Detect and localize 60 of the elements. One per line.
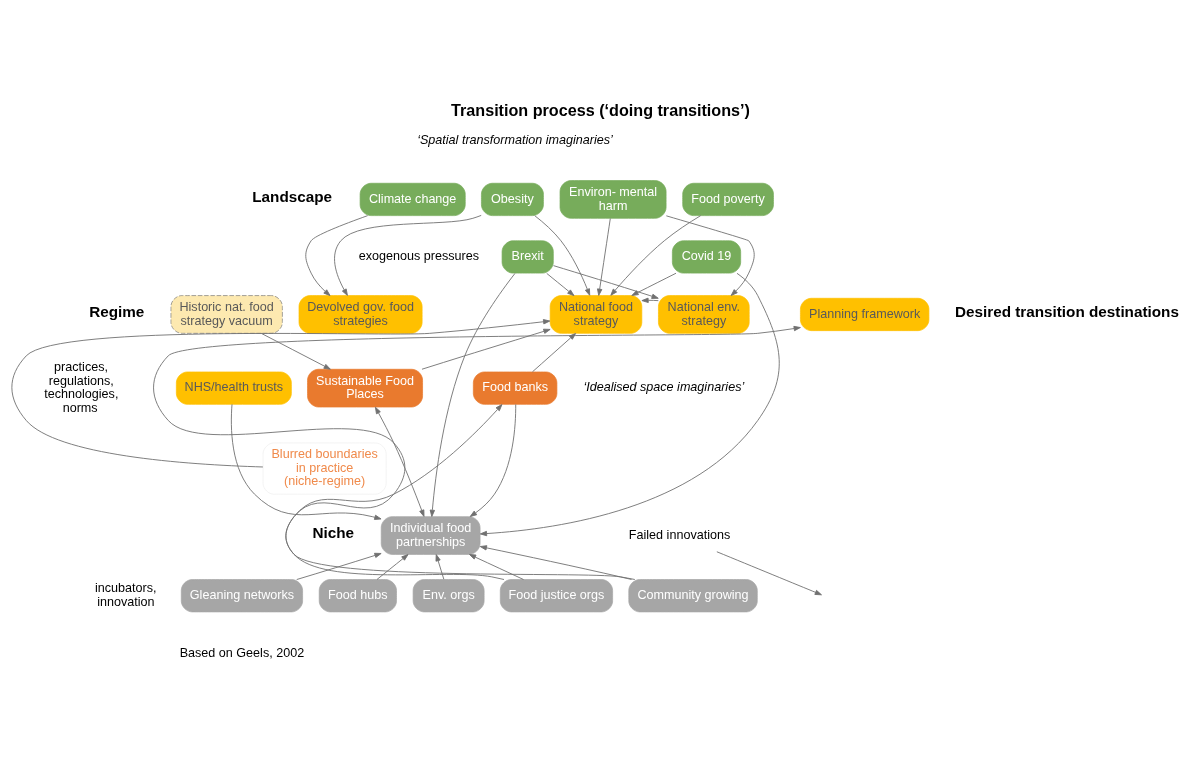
arrow (468, 553, 524, 580)
node-box: Food poverty (682, 182, 774, 216)
label: Niche (312, 523, 355, 541)
node-box: Devolved gov. food strategies (298, 294, 423, 334)
node-box: Individual food partnerships (380, 515, 481, 555)
node-box: Community growing (628, 578, 758, 612)
node-box: NHS/health trusts (176, 371, 292, 405)
node-box: Environ- mental harm (559, 179, 667, 219)
label: practices, regulations, technologies, norms (44, 359, 119, 415)
caption: Based on Geels, 2002 (179, 645, 305, 660)
arrow (305, 214, 369, 296)
node-box: Food banks (472, 371, 558, 405)
arrow (153, 325, 801, 580)
arrow (285, 403, 505, 580)
arrow (334, 214, 482, 296)
node-box: Env. orgs (412, 578, 485, 612)
arrow (374, 406, 425, 517)
arrow (665, 214, 755, 296)
arrow (532, 332, 577, 372)
node-text: Failed innovations (628, 527, 731, 542)
arrow (534, 214, 591, 296)
node-box: Brexit (501, 239, 554, 273)
node-box: Covid 19 (672, 239, 741, 273)
node-box: Climate change (359, 182, 466, 216)
arrow (261, 332, 331, 370)
label: exogenous pressures (358, 248, 480, 263)
arrow (296, 552, 382, 580)
arrow (230, 403, 382, 520)
arrow (479, 272, 780, 536)
arrow (429, 272, 516, 517)
arrow (641, 297, 659, 303)
label: ‘Idealised space imaginaries’ (583, 379, 745, 394)
label: Landscape (252, 187, 333, 205)
arrow (716, 550, 822, 595)
label: Regime (89, 302, 145, 320)
node-box: Planning framework (800, 297, 930, 331)
arrow (631, 272, 677, 296)
label: ‘Spatial transformation imaginaries’ (417, 132, 613, 147)
node-box: National env. strategy (658, 294, 750, 334)
diagram-title: Transition process (‘doing transitions’) (451, 100, 750, 119)
arrow (546, 272, 575, 296)
arrow (610, 214, 702, 296)
node-box: Gleaning networks (180, 578, 303, 612)
arrow (553, 264, 659, 299)
arrow (11, 318, 551, 467)
node-box: Sustainable Food Places (307, 368, 423, 407)
node-box: Obesity (481, 182, 544, 216)
node-box: National food strategy (549, 294, 643, 334)
arrow (421, 328, 551, 370)
node-box: Historic nat. food strategy vacuum (170, 294, 283, 334)
arrow (376, 553, 409, 580)
label: incubators, innovation (95, 580, 157, 609)
arrow (597, 217, 611, 296)
node-box: Food justice orgs (499, 578, 613, 612)
node-box: Blurred boundaries in practice (niche-regime) (262, 442, 387, 495)
arrow (435, 553, 445, 580)
arrow (469, 403, 517, 517)
node-box: Food hubs (318, 578, 397, 612)
arrow (479, 544, 632, 580)
label: Desired transition destinations (954, 302, 1179, 320)
